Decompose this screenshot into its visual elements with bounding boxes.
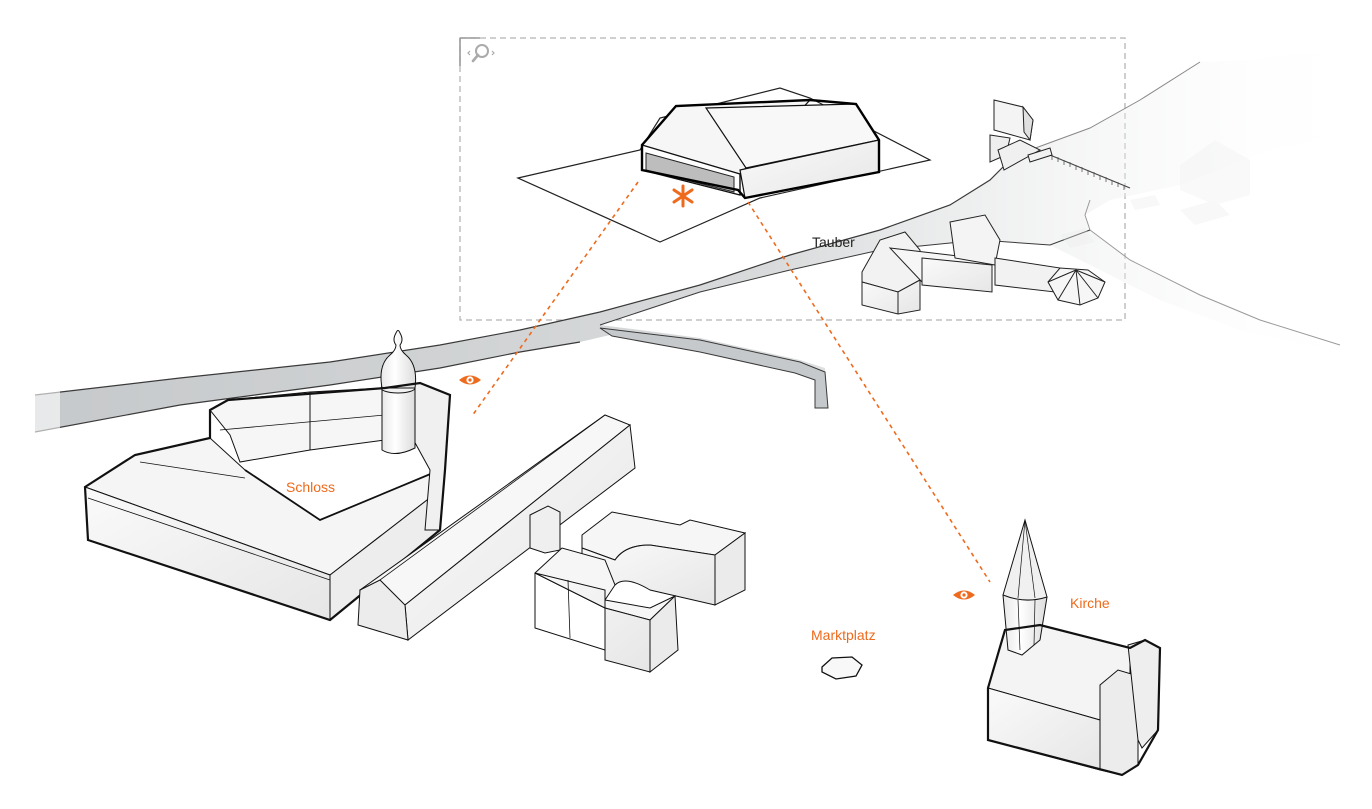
long-row-building: [357, 414, 636, 641]
eye-icon: [953, 590, 975, 600]
weir: [1049, 154, 1131, 190]
sight-line-kirche: [747, 201, 991, 583]
label-tauber: Tauber: [812, 234, 855, 250]
market-fountain: [821, 656, 863, 680]
eye-icon: [459, 375, 481, 385]
hospital-complex: [861, 214, 1106, 315]
asterisk-icon: [672, 184, 694, 208]
sight-line-schloss: [471, 181, 639, 417]
new-building: [640, 98, 881, 200]
river-tauber: [34, 45, 1372, 433]
ghost-buildings: [1060, 140, 1250, 248]
mill-buildings: [989, 99, 1053, 171]
kirche-building: [986, 518, 1162, 777]
sight-lines: [471, 181, 991, 583]
schloss-building: [83, 330, 452, 622]
label-marktplatz: Marktplatz: [811, 627, 876, 643]
u-buildings: [534, 511, 747, 674]
label-kirche: Kirche: [1070, 595, 1110, 611]
zoom-magnifier-icon[interactable]: [466, 42, 496, 64]
label-schloss: Schloss: [286, 479, 336, 495]
